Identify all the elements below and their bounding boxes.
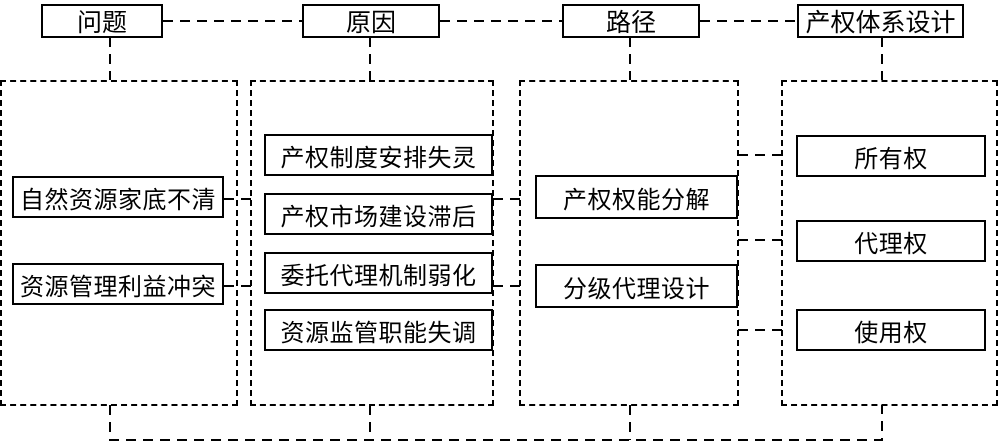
path-item: 分级代理设计 bbox=[535, 264, 738, 308]
problem-group bbox=[0, 80, 238, 406]
cause-item: 产权市场建设滞后 bbox=[264, 193, 493, 235]
right-item-use: 使用权 bbox=[796, 309, 986, 351]
right-item-agency: 代理权 bbox=[796, 220, 986, 262]
design-group bbox=[781, 80, 998, 406]
header-design: 产权体系设计 bbox=[797, 4, 964, 38]
path-item: 产权权能分解 bbox=[535, 175, 738, 219]
problem-item: 自然资源家底不清 bbox=[12, 176, 224, 218]
cause-item: 资源监管职能失调 bbox=[264, 309, 493, 351]
path-group bbox=[519, 80, 739, 406]
problem-item: 资源管理利益冲突 bbox=[12, 263, 224, 305]
header-path: 路径 bbox=[562, 4, 700, 38]
header-cause: 原因 bbox=[302, 4, 440, 38]
right-item-ownership: 所有权 bbox=[796, 135, 986, 177]
cause-item: 委托代理机制弱化 bbox=[264, 252, 493, 294]
cause-group bbox=[250, 80, 494, 406]
header-problem: 问题 bbox=[41, 4, 163, 38]
cause-item: 产权制度安排失灵 bbox=[264, 134, 493, 176]
